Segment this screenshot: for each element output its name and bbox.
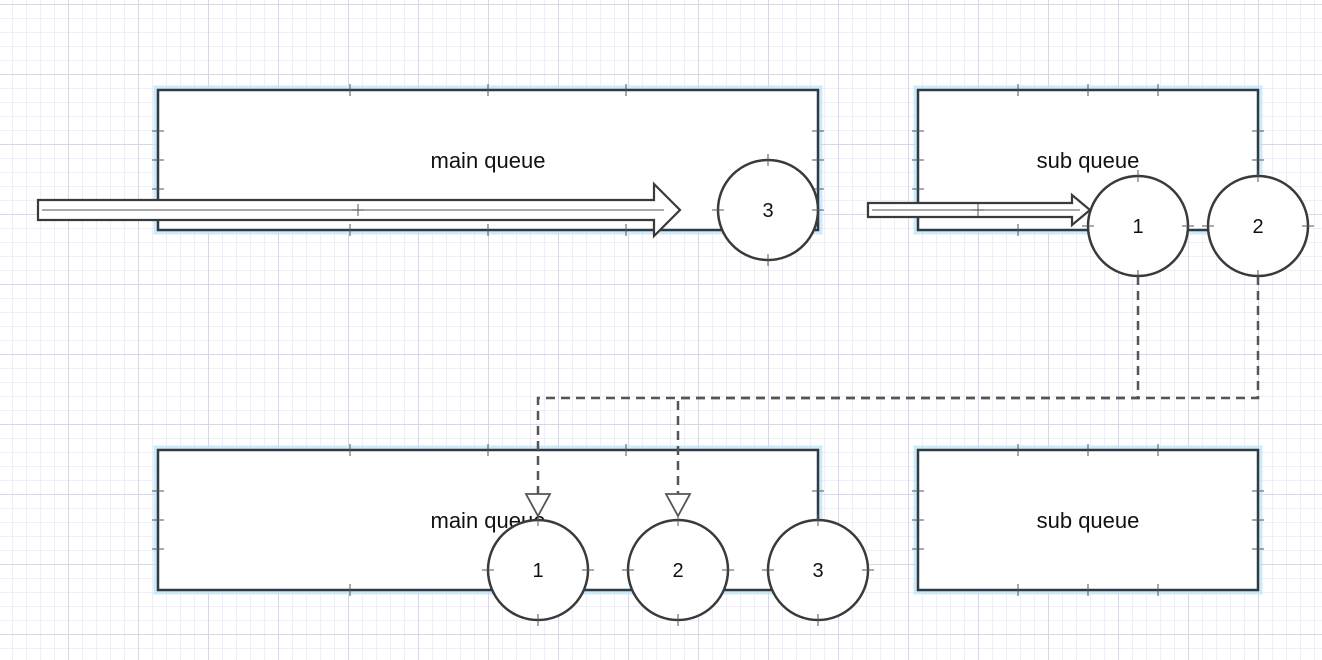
bottom-sub-queue: sub queue (913, 445, 1263, 595)
node-label: 3 (812, 560, 823, 582)
node-label: 3 (762, 200, 773, 222)
arrowhead-icon (664, 493, 692, 518)
top-sub-queue-label: sub queue (1037, 148, 1140, 173)
sub-queue-input-arrow (866, 192, 1092, 228)
node-label: 1 (1132, 216, 1143, 238)
top-sub-node-1[interactable]: 1 (1082, 170, 1194, 282)
bottom-main-node-1[interactable]: 1 (482, 514, 594, 626)
top-sub-node-2[interactable]: 2 (1202, 170, 1314, 282)
connector-node-2 (676, 276, 1260, 494)
top-main-queue-label: main queue (431, 148, 546, 173)
box-handles (152, 84, 1264, 596)
bottom-main-node-3[interactable]: 3 (762, 514, 874, 626)
node-label: 1 (532, 560, 543, 582)
arrowhead-icon (524, 493, 552, 518)
dashed-connectors (524, 276, 1260, 518)
node-label: 2 (672, 560, 683, 582)
bottom-sub-queue-label: sub queue (1037, 508, 1140, 533)
main-queue-input-arrow (36, 181, 682, 239)
node-label: 2 (1252, 216, 1263, 238)
top-main-node-3[interactable]: 3 (712, 154, 824, 266)
bottom-main-node-2[interactable]: 2 (622, 514, 734, 626)
